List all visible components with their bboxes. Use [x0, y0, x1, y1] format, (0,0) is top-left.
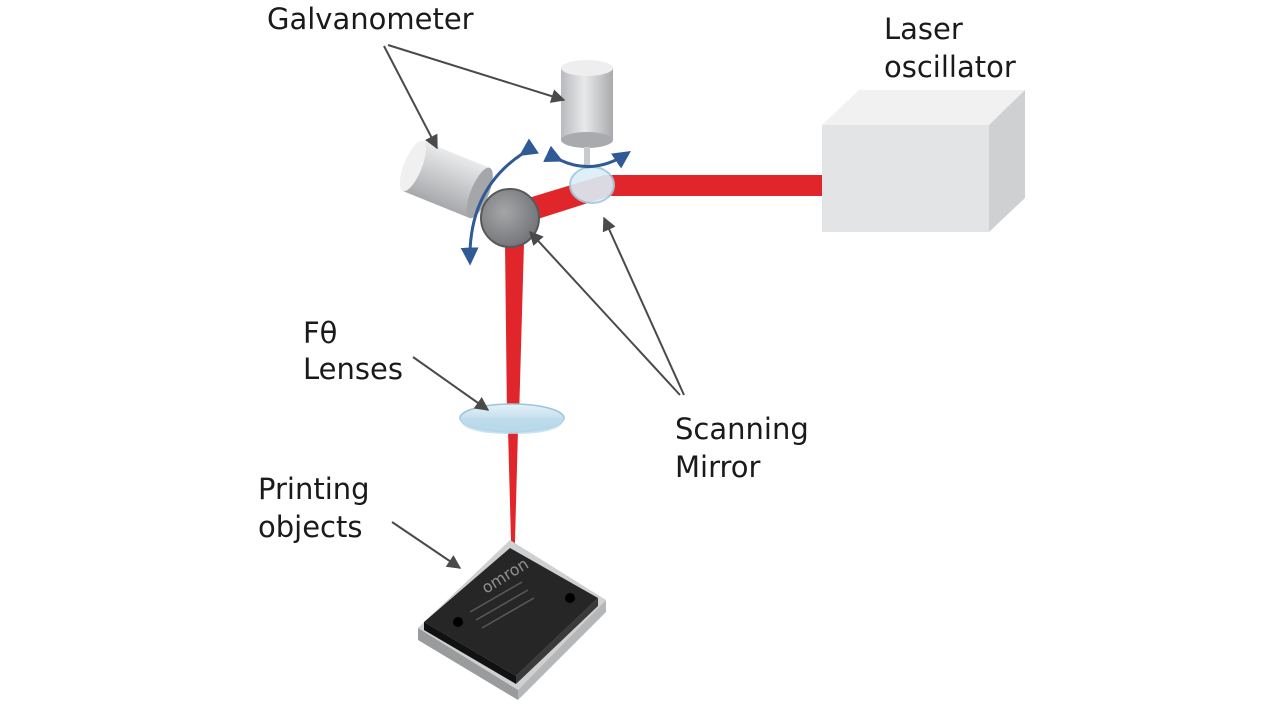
- laser-beam-horizontal: [604, 175, 822, 196]
- laser-beam-vertical: [505, 243, 524, 418]
- pointer-galvanometer-top: [387, 44, 566, 103]
- label-galvanometer: Galvanometer: [267, 2, 474, 36]
- laser-oscillator-box: [822, 90, 1025, 232]
- label-scanning-line1: Scanning: [675, 412, 809, 446]
- pointer-ftheta: [412, 356, 490, 411]
- label-ftheta-line1: Fθ: [303, 316, 338, 350]
- ftheta-lens: [459, 403, 565, 434]
- rotation-arrow-top: [543, 145, 631, 169]
- pointer-scanning-mirror-x: [529, 230, 681, 396]
- label-scanning-line2: Mirror: [675, 450, 761, 484]
- pointer-printing-object: [391, 521, 462, 569]
- scanning-mirror-y: [569, 166, 615, 204]
- label-ftheta-line2: Lenses: [303, 352, 403, 386]
- pointer-scanning-mirror-y: [602, 216, 685, 396]
- label-laser-line1: Laser: [884, 12, 963, 46]
- laser-beam-focused: [508, 430, 518, 578]
- label-printing-line1: Printing: [258, 472, 370, 506]
- label-laser-line2: oscillator: [884, 50, 1016, 84]
- rotation-arrow-side: [460, 138, 539, 266]
- pointer-galvanometer-side: [383, 45, 438, 150]
- galvanometer-top: [561, 60, 613, 169]
- label-printing-line2: objects: [258, 510, 363, 544]
- printing-object-chip: omron: [418, 540, 606, 700]
- scanning-mirror-x: [480, 188, 540, 248]
